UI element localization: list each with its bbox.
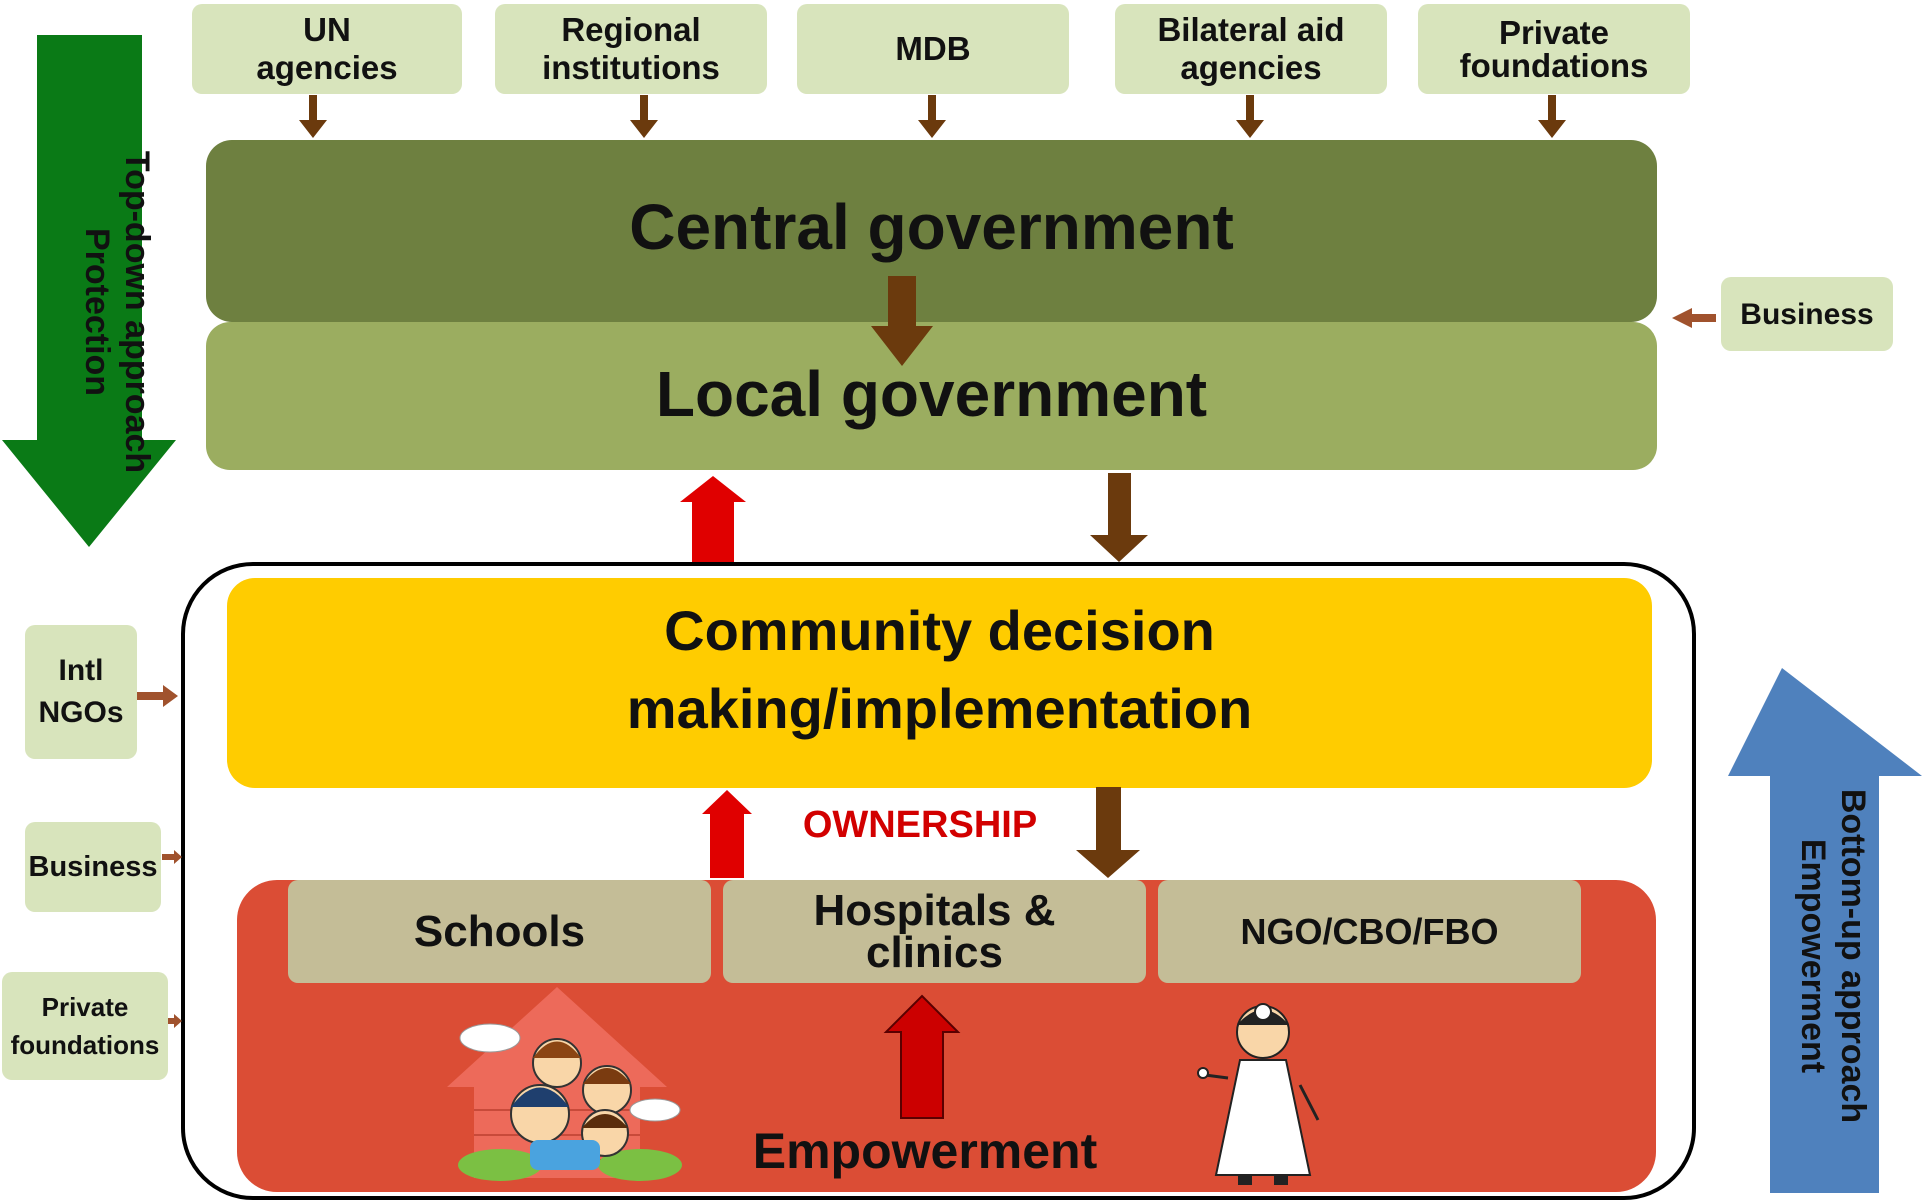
intl-ngos-arrow bbox=[132, 685, 178, 707]
intl-ngos-box: Intl NGOs bbox=[25, 625, 137, 759]
business-left-arrow bbox=[162, 850, 182, 864]
business-right-box: Business bbox=[1721, 277, 1893, 351]
business-left-box: Business bbox=[25, 822, 161, 912]
private-foundations-left-box: Private foundations bbox=[2, 972, 168, 1080]
private-foundations-left-arrow bbox=[162, 1014, 182, 1028]
empowerment-label: Empowerment bbox=[752, 1123, 1098, 1179]
bottom-up-label: Bottom-up approach Empowerment bbox=[1794, 788, 1872, 1124]
service-schools: Schools bbox=[288, 880, 711, 983]
local-to-community-arrow bbox=[1090, 473, 1148, 562]
community-to-services-arrow bbox=[1076, 787, 1140, 878]
community-to-local-arrow bbox=[680, 476, 746, 562]
ownership-label: OWNERSHIP bbox=[802, 803, 1038, 846]
service-hospitals-clinics: Hospitals & clinics bbox=[723, 880, 1146, 983]
donor-regional-institutions: Regional institutions bbox=[495, 4, 767, 94]
family-house-illustration bbox=[447, 987, 682, 1181]
central-to-local-arrow bbox=[871, 276, 933, 366]
business-right-arrow bbox=[1672, 308, 1716, 328]
doctor-illustration bbox=[1197, 1003, 1320, 1185]
central-government-label: Central government bbox=[629, 191, 1234, 263]
donor-un-agencies: UN agencies bbox=[192, 4, 462, 94]
local-government-label: Local government bbox=[655, 358, 1208, 430]
service-ngo-cbo-fbo: NGO/CBO/FBO bbox=[1158, 880, 1581, 983]
donor-private-foundations: Private foundations bbox=[1418, 4, 1690, 94]
central-government-box bbox=[206, 140, 1657, 322]
top-down-label: Top-down approach Protection bbox=[78, 150, 156, 474]
community-decision-box bbox=[227, 578, 1652, 788]
bottom-up-arrow bbox=[1728, 668, 1922, 1193]
services-to-community-arrow bbox=[702, 790, 752, 878]
top-down-arrow bbox=[2, 35, 176, 547]
donor-mdb: MDB bbox=[797, 4, 1069, 94]
donor-bilateral-aid-agencies: Bilateral aid agencies bbox=[1115, 4, 1387, 94]
local-government-box bbox=[206, 322, 1657, 470]
empowerment-up-arrow bbox=[883, 994, 961, 1119]
donor-arrows bbox=[299, 95, 1566, 138]
community-decision-label: Community decision making/implementation bbox=[626, 599, 1253, 740]
